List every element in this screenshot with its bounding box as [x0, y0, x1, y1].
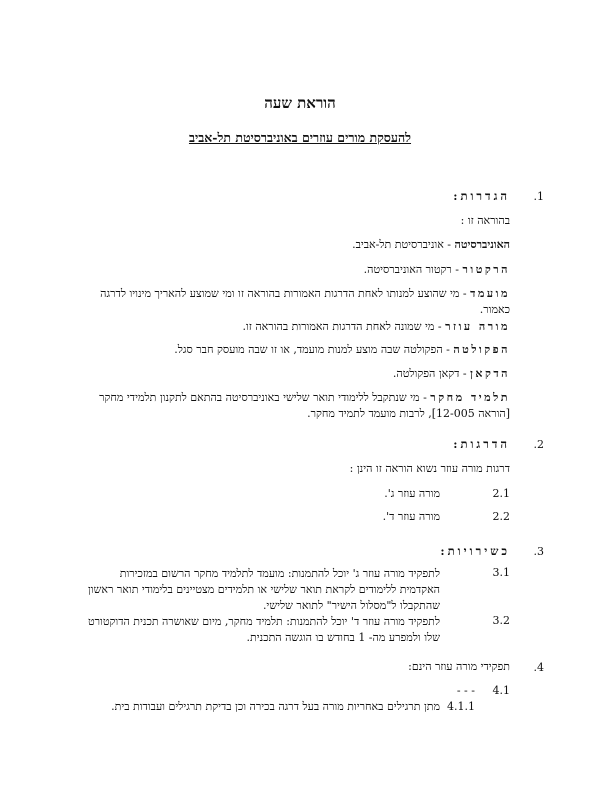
definition-term: מורה עוזר	[445, 320, 510, 333]
item-2-1-text: מורה עוזר ג'.	[384, 487, 440, 500]
definition-text: - מי שנתקבל ללימודי תואר שלישי באוניברסי…	[99, 391, 510, 420]
definition-research-student: תלמיד מחקר - מי שנתקבל ללימודי תואר שליש…	[90, 390, 510, 422]
item-4-1-1-number: 4.1.1	[447, 700, 475, 713]
definition-text: - מי שהוצע למנותו לאחת הדרגות האמורות בה…	[100, 287, 510, 316]
definition-assistant-teacher: מורה עוזר - מי שמונה לאחת הדרגות האמורות…	[242, 320, 510, 333]
item-4-1-text: - - -	[456, 684, 475, 697]
definition-candidate: מועמד - מי שהוצע למנותו לאחת הדרגות האמו…	[90, 286, 510, 318]
item-2-1-number: 2.1	[492, 487, 511, 500]
definition-dean: הדקאן - דקאן הפקולטה.	[393, 367, 510, 380]
item-4-1-number: 4.1	[492, 684, 511, 697]
definition-university: האוניברסיטה - אוניברסיטת תל-אביב.	[352, 238, 510, 251]
definition-term: האוניברסיטה	[454, 238, 510, 251]
definition-text: - רקטור האוניברסיטה.	[363, 263, 463, 276]
definition-term: מועמד	[470, 287, 510, 300]
definition-term: תלמיד מחקר	[430, 391, 510, 404]
section-2-number: 2.	[533, 438, 545, 451]
item-3-2-number: 3.2	[492, 614, 511, 627]
section-4-number: 4.	[533, 661, 545, 674]
document-title: הוראת שעה	[264, 94, 336, 112]
item-4-1-1-text: מתן תרגילים באחריות מורה בעל דרגה בכירה …	[111, 700, 440, 713]
definition-term: הפקולטה	[453, 343, 510, 356]
definition-rector: הרקטור - רקטור האוניברסיטה.	[364, 263, 510, 276]
section-1-heading: הגדרות:	[453, 189, 510, 203]
section-3-heading: כשירויות:	[440, 544, 510, 558]
definition-term: הרקטור	[462, 263, 510, 276]
item-3-1-text: לתפקיד מורה עוזר ג' יוכל להתמנות: מועמד …	[87, 567, 440, 612]
section-4-intro: תפקידי מורה עוזר הינם:	[408, 660, 510, 673]
section-2-heading: הדרגות:	[453, 437, 510, 451]
document-subtitle: להעסקת מורים עוזרים באוניברסיטת תל-אביב	[188, 130, 412, 145]
definition-text: - אוניברסיטת תל-אביב.	[352, 238, 455, 251]
section-1-number: 1.	[533, 190, 545, 203]
item-2-2-text: מורה עוזר ד'.	[382, 510, 440, 523]
definition-term: הדקאן	[470, 367, 510, 380]
section-1-intro: בהוראה זו :	[460, 214, 510, 227]
definition-text: - הפקולטה שבה מוצע למנות מועמד, או זו שב…	[174, 343, 454, 356]
definition-text: - דקאן הפקולטה.	[392, 367, 471, 380]
item-2-2-number: 2.2	[492, 510, 511, 523]
section-3-number: 3.	[533, 545, 545, 558]
item-3-2-text: לתפקיד מורה עוזר ד' יוכל להתמנות: תלמיד …	[87, 615, 440, 644]
definition-faculty: הפקולטה - הפקולטה שבה מוצע למנות מועמד, …	[174, 343, 510, 356]
definition-text: - מי שמונה לאחת הדרגות האמורות בהוראה זו…	[242, 320, 446, 333]
item-3-1-number: 3.1	[492, 566, 511, 579]
section-2-intro: דרגות מורה עוזר נשוא הוראה זו הינן :	[349, 462, 510, 475]
